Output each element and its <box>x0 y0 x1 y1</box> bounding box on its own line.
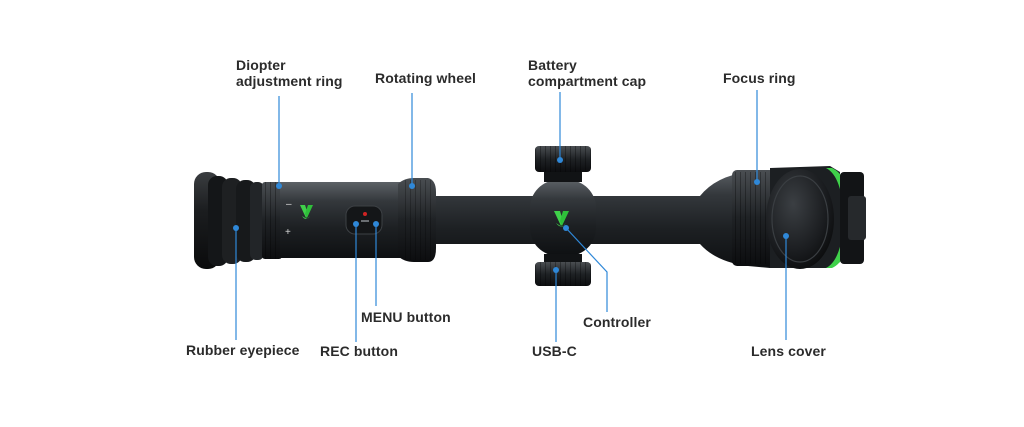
rubber-eyepiece <box>194 172 264 269</box>
label-diopter-adjustment-ring: Diopter adjustment ring <box>236 57 343 89</box>
diopter-plus-mark: + <box>285 227 291 238</box>
leader-rec-button-dot <box>353 221 359 227</box>
eyepiece-body <box>280 182 408 258</box>
label-lens-cover: Lens cover <box>751 343 826 359</box>
label-menu-button: MENU button <box>361 309 451 325</box>
label-controller: Controller <box>583 314 651 330</box>
label-battery-compartment-cap: Battery compartment cap <box>528 57 647 89</box>
leader-menu-button-dot <box>373 221 379 227</box>
diopter-ring <box>262 182 282 259</box>
leader-controller-dot <box>563 225 569 231</box>
leader-lines <box>233 90 789 342</box>
diopter-minus-mark: – <box>286 199 292 210</box>
leader-lens-cover-dot <box>783 233 789 239</box>
leader-battery-cap-dot <box>557 157 563 163</box>
brand-logo-icon <box>300 205 313 219</box>
leader-controller <box>565 227 608 312</box>
label-rubber-eyepiece: Rubber eyepiece <box>186 342 300 358</box>
brand-logo-icon <box>554 211 569 227</box>
focus-ring <box>732 170 774 266</box>
main-tube <box>436 170 770 268</box>
leader-diopter-dot <box>276 183 282 189</box>
leader-rotating-wheel-dot <box>409 183 415 189</box>
button-panel <box>345 205 383 235</box>
label-rotating-wheel: Rotating wheel <box>375 70 476 86</box>
rotating-wheel <box>398 178 436 262</box>
lens-cover <box>766 169 866 269</box>
battery-cap <box>535 146 591 182</box>
leader-focus-ring-dot <box>754 179 760 185</box>
label-usb-c: USB-C <box>532 343 577 359</box>
usb-c-cap <box>535 254 591 286</box>
leader-rubber-eyepiece-dot <box>233 225 239 231</box>
leader-usb-c-dot <box>553 267 559 273</box>
label-rec-button: REC button <box>320 343 398 359</box>
label-focus-ring: Focus ring <box>723 70 796 86</box>
